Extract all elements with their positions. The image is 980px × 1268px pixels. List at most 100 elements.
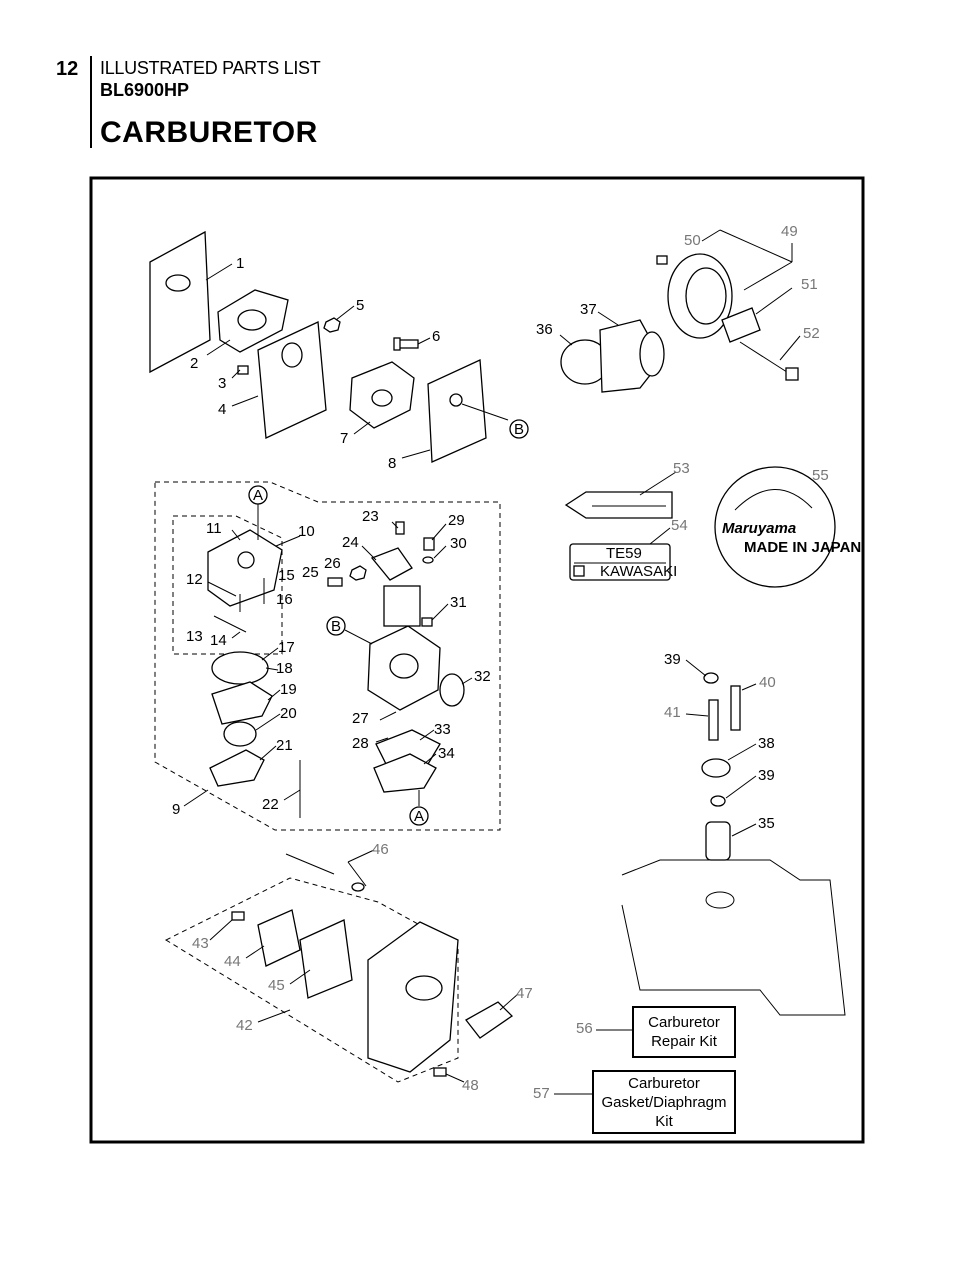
model-number: BL6900HP <box>100 80 190 100</box>
gasket-44-shape <box>257 909 301 967</box>
clip-31-shape <box>421 617 433 627</box>
throttle-valve-shape <box>383 585 421 627</box>
callout-44: 44 <box>224 953 241 970</box>
callout-52: 52 <box>803 325 820 342</box>
fuel-tank-outline <box>621 859 846 1016</box>
callout-31: 31 <box>450 594 467 611</box>
washer-46-shape <box>351 882 365 892</box>
callout-14: 14 <box>210 632 227 649</box>
callout-48: 48 <box>462 1077 479 1094</box>
callout-16: 16 <box>276 591 293 608</box>
callout-4: 4 <box>218 401 226 418</box>
fuel-filter-35-shape <box>705 821 731 861</box>
grommet-38-shape <box>701 758 731 778</box>
callout-22: 22 <box>262 796 279 813</box>
oring-32-shape <box>439 673 465 707</box>
callout-42: 42 <box>236 1017 253 1034</box>
case-49-shape <box>667 253 733 339</box>
leader-lines <box>183 229 801 1095</box>
page-number: 12 <box>56 58 79 80</box>
primer-cover-21-shape <box>209 749 265 787</box>
carburetor-body-shape <box>367 625 441 711</box>
callout-41: 41 <box>664 704 681 721</box>
callout-27: 27 <box>352 710 369 727</box>
callout-21: 21 <box>276 737 293 754</box>
screw-6-shape <box>393 337 419 351</box>
callout-3: 3 <box>218 375 226 392</box>
washer-30-shape <box>422 556 434 564</box>
callout-51: 51 <box>801 276 818 293</box>
callout-53: 53 <box>673 460 690 477</box>
needle-13-shape <box>213 615 247 633</box>
callout-43: 43 <box>192 935 209 952</box>
callout-36: 36 <box>536 321 553 338</box>
marker-a-bottom-label: A <box>414 808 424 825</box>
marker-b-right <box>509 419 529 439</box>
screw-48-shape <box>433 1067 447 1077</box>
callout-23: 23 <box>362 508 379 525</box>
callout-9: 9 <box>172 801 180 818</box>
callout-29: 29 <box>448 512 465 529</box>
callout-46: 46 <box>372 841 389 858</box>
tube-40-shape <box>730 685 741 731</box>
screw-3-shape <box>237 365 249 375</box>
pump-cover-kit-boundary <box>172 515 283 655</box>
callout-19: 19 <box>280 681 297 698</box>
callout-1: 1 <box>236 255 244 272</box>
spacer-2-shape <box>217 289 289 353</box>
repair-kit-label: Carburetor Repair Kit <box>648 1014 720 1050</box>
gasket-kit-box: Carburetor Gasket/Diaphragm Kit <box>592 1070 736 1134</box>
callout-11: 11 <box>206 520 222 537</box>
pump-body-19-shape <box>211 681 273 725</box>
callout-25: 25 <box>302 564 319 581</box>
gasket-4-shape <box>257 321 327 439</box>
gasket-47-shape <box>465 1001 514 1039</box>
throttle-lever-24-shape <box>370 547 413 581</box>
callout-18: 18 <box>276 660 293 677</box>
muffler-assembly-boundary <box>164 877 459 1083</box>
diaphragm-18-shape <box>211 651 269 685</box>
callout-38: 38 <box>758 735 775 752</box>
decal-brand-text: Maruyama <box>722 520 796 537</box>
holder-7-shape <box>349 361 415 429</box>
insulator-8-shape <box>427 359 487 463</box>
callout-39-bottom: 39 <box>758 767 775 784</box>
nut-26-shape <box>349 565 367 581</box>
callout-28: 28 <box>352 735 369 752</box>
plate-brand-text: KAWASAKI <box>600 563 677 580</box>
callout-12: 12 <box>186 571 203 588</box>
callout-49: 49 <box>781 223 798 240</box>
plate-45-shape <box>299 919 353 999</box>
callout-57: 57 <box>533 1085 550 1102</box>
callout-17: 17 <box>278 639 295 656</box>
gasket-1-shape <box>149 230 211 374</box>
callout-13: 13 <box>186 628 203 645</box>
plate-54-shape <box>569 543 671 581</box>
callout-15: 15 <box>278 567 295 584</box>
screw-25-shape <box>327 577 343 587</box>
cap-29-shape <box>423 537 435 551</box>
tube-41-shape <box>708 699 719 741</box>
decal-made-in-text: MADE IN JAPAN <box>744 539 861 556</box>
callout-45: 45 <box>268 977 285 994</box>
page-title: CARBURETOR <box>100 116 318 149</box>
marker-a-top-label: A <box>253 487 263 504</box>
callout-55: 55 <box>812 467 829 484</box>
collar-39-top-shape <box>703 672 719 684</box>
callout-54: 54 <box>671 517 688 534</box>
header-divider <box>90 56 92 148</box>
callout-24: 24 <box>342 534 359 551</box>
callout-35: 35 <box>758 815 775 832</box>
bolt-52-shape <box>739 341 799 381</box>
gasket-kit-label: Carburetor Gasket/Diaphragm Kit <box>601 1074 727 1130</box>
screw-43-shape <box>231 911 245 921</box>
callout-10: 10 <box>298 523 315 540</box>
callout-32: 32 <box>474 668 491 685</box>
screw-50-shape <box>656 255 668 265</box>
plate-model-text: TE59 <box>606 545 642 562</box>
muffler-42-shape <box>367 921 459 1073</box>
callout-33: 33 <box>434 721 451 738</box>
marker-a-bottom <box>409 806 429 826</box>
carburetor-assembly-boundary <box>154 481 501 831</box>
